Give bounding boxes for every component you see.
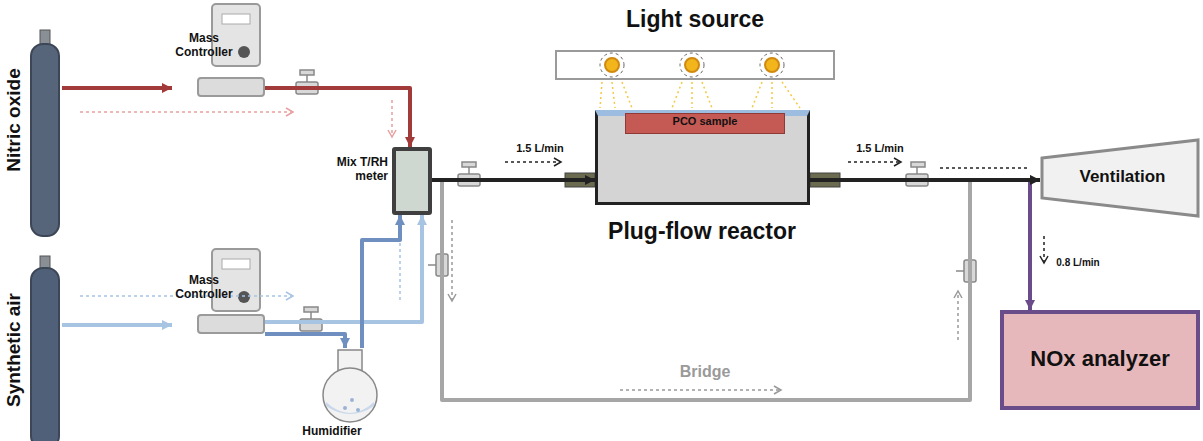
drawing-part	[238, 291, 250, 303]
drawing-part	[326, 402, 374, 414]
drawing-part	[388, 130, 396, 137]
gas-pipe	[62, 86, 172, 90]
drawing-part	[782, 82, 800, 108]
node-label: Mass Controller	[172, 274, 236, 302]
drawing-part	[198, 315, 264, 333]
drawing-part	[1043, 236, 1045, 262]
drawing-part	[286, 108, 293, 116]
drawing-part	[622, 82, 632, 108]
drawing-part	[462, 162, 476, 167]
gas-cylinder: Nitric oxide	[0, 25, 62, 238]
mix-meter: Mix T/RH meter	[392, 147, 432, 215]
drawing-part	[672, 82, 682, 108]
drawing-part	[620, 389, 780, 391]
drawing-part	[554, 158, 561, 166]
node-label: Nitric oxide	[3, 68, 25, 171]
drawing-part	[691, 82, 693, 108]
mass-controller: Mass Controller	[172, 2, 265, 100]
ventilation-duct: Ventilation	[1040, 138, 1200, 218]
drawing-part	[80, 111, 292, 113]
gas-pipe	[432, 178, 595, 182]
pipe-group	[62, 88, 1040, 348]
gas-pipe	[265, 88, 410, 147]
node-label: Mix T/RH meter	[336, 156, 388, 184]
drawing-part	[198, 78, 264, 96]
gas-pipe	[810, 178, 1040, 182]
gas-pipe	[432, 180, 1040, 400]
gas-cylinder: Synthetic air	[0, 250, 62, 441]
drawing-part	[680, 53, 704, 77]
drawing-part	[304, 307, 318, 312]
gas-pipe	[265, 334, 345, 348]
drawing-part	[343, 406, 347, 410]
drawing-part	[957, 292, 959, 340]
light-source-box: Light source	[555, 50, 835, 80]
duct-shape	[1042, 140, 1198, 216]
drawing-part	[31, 44, 59, 236]
light-bulbs	[600, 53, 784, 77]
drawing-part	[451, 220, 453, 300]
gas-pipe	[62, 323, 172, 327]
drawing-part	[222, 259, 250, 269]
drawing-part	[391, 100, 393, 136]
drawing-part	[956, 270, 964, 272]
flow-rate-label: Bridge	[678, 363, 733, 381]
valve	[296, 70, 976, 331]
pco-sample: PCO sample	[625, 113, 785, 134]
flow-direction-arrow	[80, 100, 1048, 394]
flow-rate-label: 1.5 L/min	[854, 142, 906, 154]
drawing-part	[685, 58, 699, 72]
drawing-part	[771, 82, 773, 108]
drawing-part	[300, 70, 314, 75]
gas-pipe	[810, 180, 1030, 310]
drawing-part	[212, 249, 260, 311]
node-label: NOx analyzer	[1004, 346, 1196, 371]
drawing-part	[222, 14, 250, 24]
humidifier: Humidifier	[290, 348, 390, 441]
gas-cylinder	[31, 30, 59, 441]
drawing-part	[765, 58, 779, 72]
drawing-part	[774, 386, 781, 394]
drawing-part	[760, 53, 784, 77]
node-label: Humidifier	[282, 425, 382, 439]
drawing-part	[323, 368, 377, 422]
drawing-part	[911, 162, 925, 167]
drawing-part	[238, 46, 250, 58]
node-label: Ventilation	[1050, 167, 1195, 187]
drawing-part	[286, 292, 293, 300]
flow-rate-label: 0.8 L/min	[1054, 257, 1101, 268]
drawing-part	[702, 82, 712, 108]
gas-pipe	[362, 215, 400, 348]
drawing-part	[428, 264, 436, 266]
plug-flow-reactor: Plug-flow reactorPCO sample	[595, 110, 810, 205]
drawing-part	[605, 58, 619, 72]
node-label: Synthetic air	[3, 293, 25, 407]
drawing-part	[600, 82, 602, 108]
drawing-part	[894, 158, 901, 166]
drawing-part	[940, 167, 1030, 169]
drawing-part	[954, 291, 962, 298]
flow-rate-label: 1.5 L/min	[514, 142, 566, 154]
mass-controller: Mass Controller	[172, 245, 265, 340]
nox-analyzer: NOx analyzer	[1000, 310, 1200, 410]
node-label: PCO sample	[625, 115, 785, 128]
drawing-part	[1040, 256, 1048, 263]
light-rays	[600, 82, 800, 108]
drawing-part	[350, 398, 354, 402]
node-label: Mass Controller	[172, 32, 236, 60]
node-label: Light source	[595, 6, 795, 32]
drawing-part	[448, 294, 456, 301]
drawing-part	[505, 161, 560, 163]
drawing-part	[612, 82, 615, 108]
drawing-part	[600, 53, 624, 77]
humidifier-flask	[323, 350, 377, 422]
drawing-part	[356, 408, 360, 412]
drawing-part	[848, 161, 900, 163]
drawing-part	[752, 82, 762, 108]
pipe-group	[432, 180, 1040, 400]
node-label: Plug-flow reactor	[562, 218, 842, 244]
drawing-part	[31, 268, 59, 441]
